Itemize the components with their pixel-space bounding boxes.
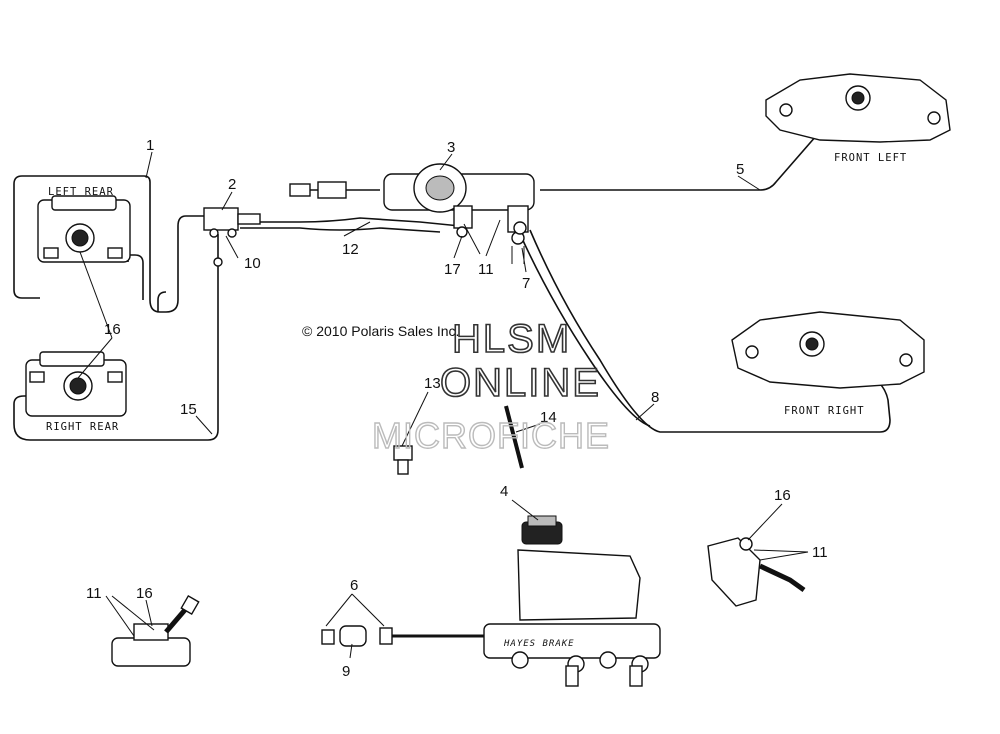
front-left-caliper bbox=[765, 73, 951, 143]
watermark-line-3: MICROFICHE bbox=[372, 415, 610, 456]
tee-left-line bbox=[177, 215, 206, 268]
callout-3: 3 bbox=[447, 139, 455, 156]
brake-line-15 bbox=[13, 234, 219, 441]
right-rear-caliper bbox=[25, 351, 127, 417]
callout-16-right-fitting: 16 bbox=[774, 487, 791, 504]
brake-line-12 bbox=[240, 217, 461, 227]
callout-7: 7 bbox=[522, 275, 530, 292]
callout-11-left-fitting: 11 bbox=[86, 585, 102, 602]
callout-13: 13 bbox=[424, 375, 441, 392]
copyright-notice: © 2010 Polaris Sales Inc. bbox=[302, 323, 459, 339]
label-front-right: FRONT RIGHT bbox=[784, 405, 865, 417]
callout-2: 2 bbox=[228, 176, 236, 193]
label-left-rear: LEFT REAR bbox=[48, 186, 114, 198]
callout-12: 12 bbox=[342, 241, 359, 258]
brake-line-8-b bbox=[519, 233, 651, 427]
callout-4: 4 bbox=[500, 483, 508, 500]
callout-8: 8 bbox=[651, 389, 659, 406]
clevis-assembly bbox=[321, 625, 393, 647]
small-fittings bbox=[213, 221, 527, 267]
left-rear-caliper bbox=[37, 195, 131, 263]
hayes-brake-label: HAYES BRAKE bbox=[503, 639, 575, 649]
leader-lines bbox=[77, 151, 809, 659]
watermark-line-2: ONLINE bbox=[440, 361, 601, 405]
callout-16-rear: 16 bbox=[104, 321, 121, 338]
brake-line-1 bbox=[13, 175, 179, 313]
brake-line-12-b bbox=[240, 227, 441, 233]
label-front-left: FRONT LEFT bbox=[834, 152, 907, 164]
master-cylinder-reservoir: HAYES BRAKE bbox=[386, 515, 661, 687]
callout-10: 10 bbox=[244, 255, 261, 272]
callout-5: 5 bbox=[736, 161, 744, 178]
callout-14: 14 bbox=[540, 409, 557, 426]
tee-fitting bbox=[203, 207, 261, 238]
callout-15: 15 bbox=[180, 401, 197, 418]
callout-11-master: 11 bbox=[478, 261, 494, 278]
callout-16-left-fitting: 16 bbox=[136, 585, 153, 602]
caliper-fitting-left bbox=[111, 594, 200, 667]
master-cylinder-assembly bbox=[289, 163, 535, 264]
callout-1: 1 bbox=[146, 137, 154, 154]
watermark-line-1: HLSM bbox=[452, 317, 571, 361]
label-right-rear: RIGHT REAR bbox=[46, 421, 119, 433]
callout-6: 6 bbox=[350, 577, 358, 594]
brake-line-1-return bbox=[157, 291, 167, 312]
callout-11-right-fitting: 11 bbox=[812, 544, 828, 561]
callout-9: 9 bbox=[342, 663, 350, 680]
banjo-bolt bbox=[393, 445, 413, 475]
caliper-fitting-right bbox=[707, 537, 806, 607]
front-right-caliper bbox=[731, 311, 925, 389]
brake-line-1-hose bbox=[125, 254, 144, 300]
push-rod bbox=[504, 405, 524, 469]
brake-line-8 bbox=[529, 229, 891, 433]
callout-17: 17 bbox=[444, 261, 461, 278]
